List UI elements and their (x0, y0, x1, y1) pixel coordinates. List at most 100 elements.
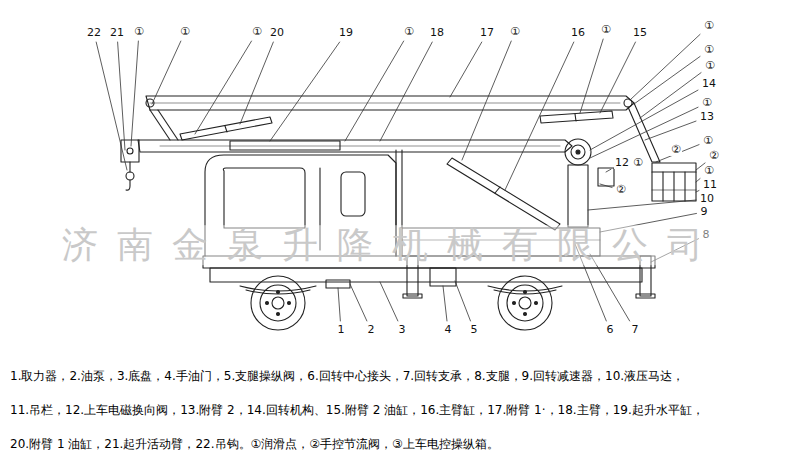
boom-part (673, 172, 674, 201)
leader-line (152, 41, 181, 104)
wheels-part (260, 285, 296, 321)
leader-line (590, 107, 698, 158)
leader-line (462, 41, 511, 160)
chassis-part (210, 268, 642, 282)
wheels-part (524, 291, 527, 294)
leader-line (640, 73, 701, 118)
boom-part (146, 96, 634, 110)
callout-number: 4 (444, 324, 453, 336)
chassis-part (403, 294, 422, 298)
watermark: 济南金泉升降机械有限公司 (62, 225, 722, 265)
leader-line (696, 191, 699, 193)
chassis-part (636, 294, 655, 298)
boom-part (495, 187, 500, 193)
chassis-part (326, 280, 350, 288)
wheels-part (507, 285, 543, 321)
leader-line (270, 42, 340, 141)
leader-line (645, 121, 696, 140)
callout-number: ① (251, 26, 263, 38)
wheels-part (498, 276, 552, 330)
callout-number: ② (670, 144, 682, 156)
leader-line (338, 288, 340, 321)
callout-number: 18 (429, 27, 445, 39)
leader-line (131, 41, 138, 146)
callout-number: ① (403, 26, 415, 38)
callout-number: 3 (398, 324, 407, 336)
boom-part (160, 146, 560, 147)
boom-part (652, 190, 696, 191)
boom-part (127, 148, 133, 154)
leader-line (630, 34, 700, 100)
leader-line (588, 200, 696, 210)
callout-number: 20 (269, 27, 285, 39)
boom-part (138, 140, 572, 152)
leader-line (656, 145, 699, 162)
wheels-part (288, 302, 291, 305)
callout-number: 13 (699, 111, 715, 123)
chassis-part (494, 290, 556, 294)
boom-part (126, 172, 134, 180)
wheels-part (519, 297, 531, 309)
wheels-part (277, 313, 280, 316)
leader-line (350, 284, 367, 321)
leader-line (580, 39, 603, 113)
boom-part (150, 103, 620, 104)
chassis-part (430, 268, 456, 286)
leader-line (634, 56, 700, 104)
callout-number: ① (703, 20, 715, 32)
leader-line (590, 90, 698, 150)
parts-list-line: 20.附臂 1 油缸，21.起升活动臂，22.吊钩。①润滑点，②手控节流阀，③上… (10, 438, 499, 451)
boom-part (447, 158, 560, 230)
leader-line (96, 42, 127, 170)
callout-number: 6 (606, 324, 615, 336)
boom-part (571, 145, 585, 159)
wheels-part (272, 297, 284, 309)
boom-part (568, 165, 588, 227)
callout-number: ① (703, 44, 715, 56)
wheels-part (513, 302, 516, 305)
callout-number: ① (703, 165, 715, 177)
leader-line (455, 281, 470, 321)
parts-list-line: 11.吊栏，12.上车电磁换向阀，13.附臂 2，14.回转机构、15.附臂 2… (10, 404, 704, 417)
boom-part (129, 162, 130, 172)
boom-part (662, 172, 663, 201)
callout-number: ① (632, 157, 644, 169)
boom-part (575, 114, 576, 121)
boom-part (652, 163, 696, 201)
boom-part (150, 110, 170, 140)
boom-part (230, 141, 340, 150)
boom-part (684, 172, 685, 201)
callout-number: 14 (701, 78, 717, 90)
callout-number: 7 (631, 324, 640, 336)
callout-number: ① (701, 97, 713, 109)
leader-line (600, 184, 612, 187)
cab-part (223, 168, 305, 228)
boom-part (126, 180, 130, 190)
leader-line (450, 42, 482, 97)
callout-number: 2 (367, 324, 376, 336)
callout-number: 10 (699, 193, 715, 205)
leader-line (443, 286, 447, 321)
wheels (251, 276, 552, 330)
callout-number: 16 (570, 27, 586, 39)
leader-line (600, 42, 635, 113)
boom-part (576, 150, 580, 154)
boom-part (565, 139, 591, 165)
leader-line (505, 42, 574, 190)
callout-number: 21 (109, 27, 125, 39)
wheels-part (266, 302, 269, 305)
leader-line (240, 42, 273, 124)
callout-number: 15 (632, 27, 648, 39)
callout-number: ② (615, 184, 627, 196)
callout-number: 11 (702, 179, 718, 191)
wheels-part (277, 291, 280, 294)
callout-number: 9 (700, 206, 709, 218)
leader-lines (96, 34, 705, 321)
boom-part (540, 111, 613, 123)
callout-number: 19 (338, 27, 354, 39)
boom-part (598, 168, 614, 186)
wheels-part (535, 302, 538, 305)
cab-part (341, 172, 365, 216)
callout-number: 22 (86, 27, 102, 39)
